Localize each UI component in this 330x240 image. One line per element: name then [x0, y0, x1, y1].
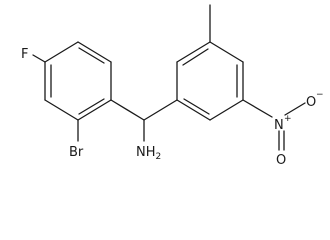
- double-bond-inner: [182, 48, 209, 66]
- bond: [176, 99, 211, 121]
- amine-subscript: 2: [156, 152, 162, 162]
- nitro-oxygen-bottom-label: O: [276, 153, 286, 168]
- double-bond-inner: [78, 47, 105, 64]
- double-bond-inner: [183, 98, 210, 115]
- bond: [209, 99, 244, 121]
- ring-to-ch-bond: [110, 99, 145, 121]
- fluorine-label: F: [21, 47, 28, 62]
- ch-to-ring-bond: [143, 99, 178, 121]
- bond: [209, 41, 244, 63]
- methylnitrophenyl-ring: [176, 41, 244, 121]
- double-bond-inner: [78, 98, 105, 115]
- bond: [176, 41, 211, 63]
- fluorobromophenyl-ring: [44, 41, 112, 121]
- bond: [44, 99, 79, 121]
- nitro-oxygen-top-charge: −: [316, 90, 324, 100]
- amine-symbol: NH: [136, 145, 156, 160]
- bromine-label: Br: [69, 145, 84, 160]
- amine-label: NH2: [136, 145, 161, 162]
- bond: [77, 41, 112, 63]
- bond: [44, 41, 79, 63]
- bond: [77, 99, 112, 121]
- n-o-single-bond: [284, 102, 306, 116]
- nitro-nitrogen-label: N: [274, 118, 284, 133]
- nitro-nitrogen-charge: +: [284, 114, 292, 124]
- c-f-bond: [32, 54, 46, 63]
- c-nitro-bond: [242, 99, 273, 118]
- nitro-oxygen-top-label: O: [306, 95, 316, 110]
- structure-diagram: F Br NH2 N + O − O: [21, 4, 324, 168]
